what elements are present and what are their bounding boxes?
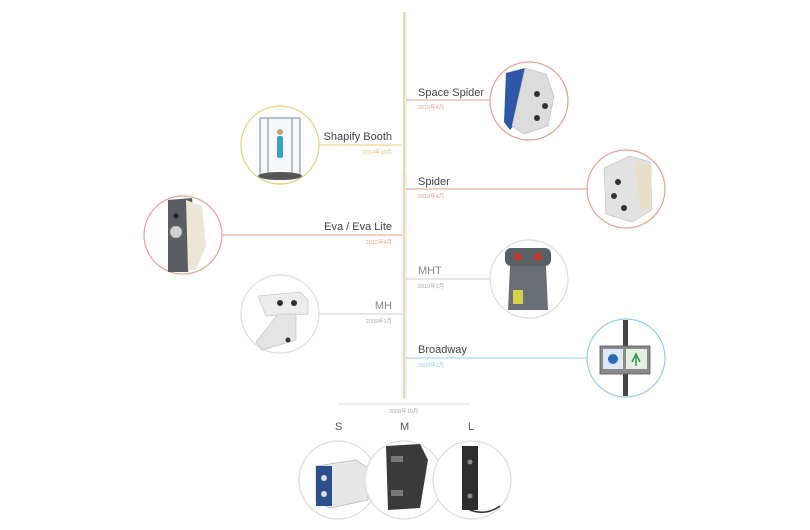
label-spider: Spider	[418, 176, 450, 188]
shapify-booth-icon	[240, 105, 320, 185]
label-mh: MH	[374, 300, 392, 312]
broadway-icon	[586, 318, 666, 398]
space-spider-icon	[489, 61, 569, 141]
large-scanner-icon	[432, 440, 512, 520]
date-eva: 2012年4月	[365, 240, 392, 246]
size-label-s: S	[335, 421, 343, 433]
date-space-spider: 2015年4月	[418, 105, 445, 111]
spider-icon	[586, 149, 666, 229]
label-mht: MHT	[418, 265, 442, 277]
label-shapify-booth: Shapify Booth	[323, 131, 393, 143]
mh-icon	[240, 274, 320, 354]
date-mh: 2009年1月	[365, 319, 392, 325]
date-broadway: 2009年2月	[418, 363, 445, 369]
label-broadway: Broadway	[418, 344, 467, 356]
label-space-spider: Space Spider	[418, 87, 485, 99]
mht-icon	[489, 239, 569, 319]
date-mht: 2010年2月	[418, 284, 445, 290]
medium-scanner-icon	[364, 440, 444, 520]
size-label-l: L	[468, 421, 475, 433]
size-label-m: M	[400, 421, 410, 433]
date-shapify-booth: 2014年10月	[362, 150, 392, 156]
small-scanner-icon	[298, 440, 378, 520]
origin-date: 2008年10月	[389, 409, 419, 415]
date-spider: 2013年4月	[418, 194, 445, 200]
eva-icon	[143, 195, 223, 275]
label-eva: Eva / Eva Lite	[324, 221, 392, 233]
